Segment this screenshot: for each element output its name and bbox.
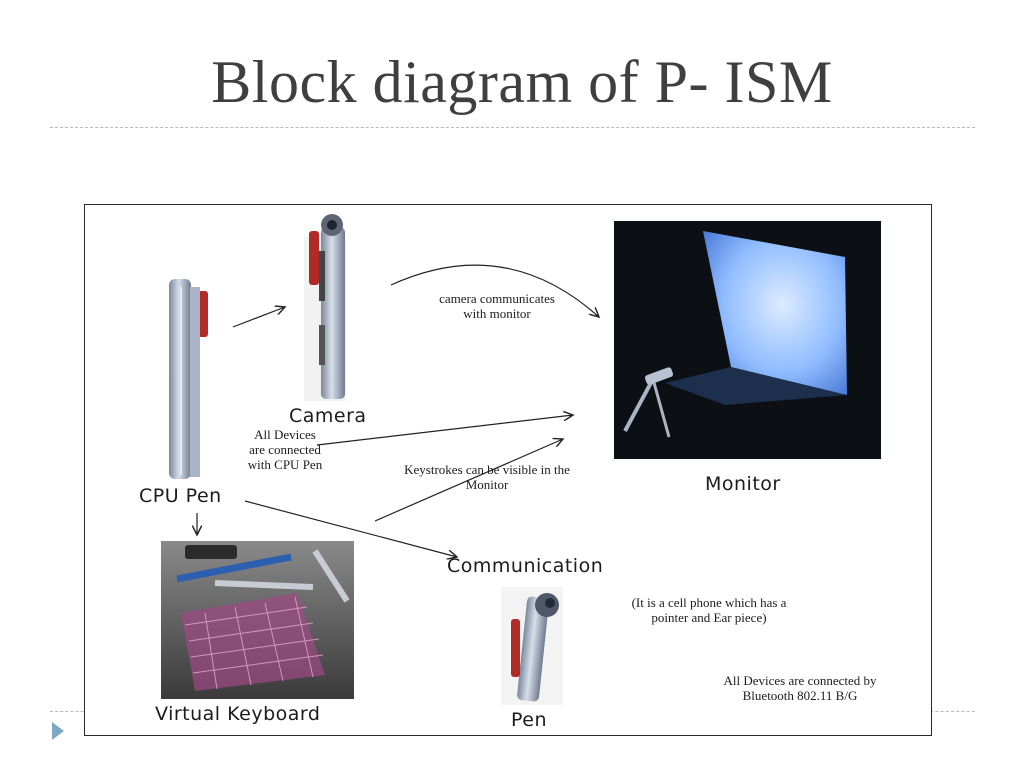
note-line: Monitor — [465, 477, 509, 492]
bullet-arrow-icon — [52, 722, 64, 740]
note-line: Keystrokes can be visible in the — [404, 462, 570, 477]
devices-cpu-note: All Devices are connected with CPU Pen — [225, 427, 345, 472]
bluetooth-note: All Devices are connected by Bluetooth 8… — [689, 673, 911, 703]
camera-pen-image — [304, 214, 346, 401]
footer-divider-right — [930, 711, 975, 712]
block-diagram: Camera CPU Pen Monitor Communication Vir… — [84, 204, 932, 736]
title-divider — [50, 127, 975, 128]
cpu-pen-image — [169, 279, 208, 479]
camera-label: Camera — [289, 405, 367, 427]
note-line: with CPU Pen — [247, 457, 323, 472]
note-line: All Devices are connected by — [723, 673, 877, 688]
virtual-keyboard-label: Virtual Keyboard — [155, 703, 321, 725]
camera-monitor-note: camera communicates with monitor — [397, 291, 597, 321]
pen-label: Pen — [511, 709, 548, 731]
note-line: (It is a cell phone which has a — [631, 595, 787, 610]
pen-image — [501, 587, 563, 705]
note-line: camera communicates — [439, 291, 555, 306]
note-line: pointer and Ear piece) — [651, 610, 767, 625]
note-line: are connected — [249, 442, 321, 457]
note-line: Bluetooth 802.11 B/G — [742, 688, 858, 703]
note-line: All Devices — [254, 427, 316, 442]
monitor-label: Monitor — [705, 473, 781, 495]
monitor-image — [614, 221, 881, 459]
diagram-graphics — [161, 214, 881, 705]
cpu-pen-label: CPU Pen — [139, 485, 222, 507]
slide-title: Block diagram of P- ISM — [211, 49, 833, 115]
keystrokes-note: Keystrokes can be visible in the Monitor — [369, 462, 605, 492]
connection-arrows — [197, 264, 599, 557]
virtual-keyboard-image — [161, 541, 354, 699]
note-line: with monitor — [463, 306, 531, 321]
cell-phone-note: (It is a cell phone which has a pointer … — [595, 595, 823, 625]
communication-label: Communication — [447, 555, 604, 577]
